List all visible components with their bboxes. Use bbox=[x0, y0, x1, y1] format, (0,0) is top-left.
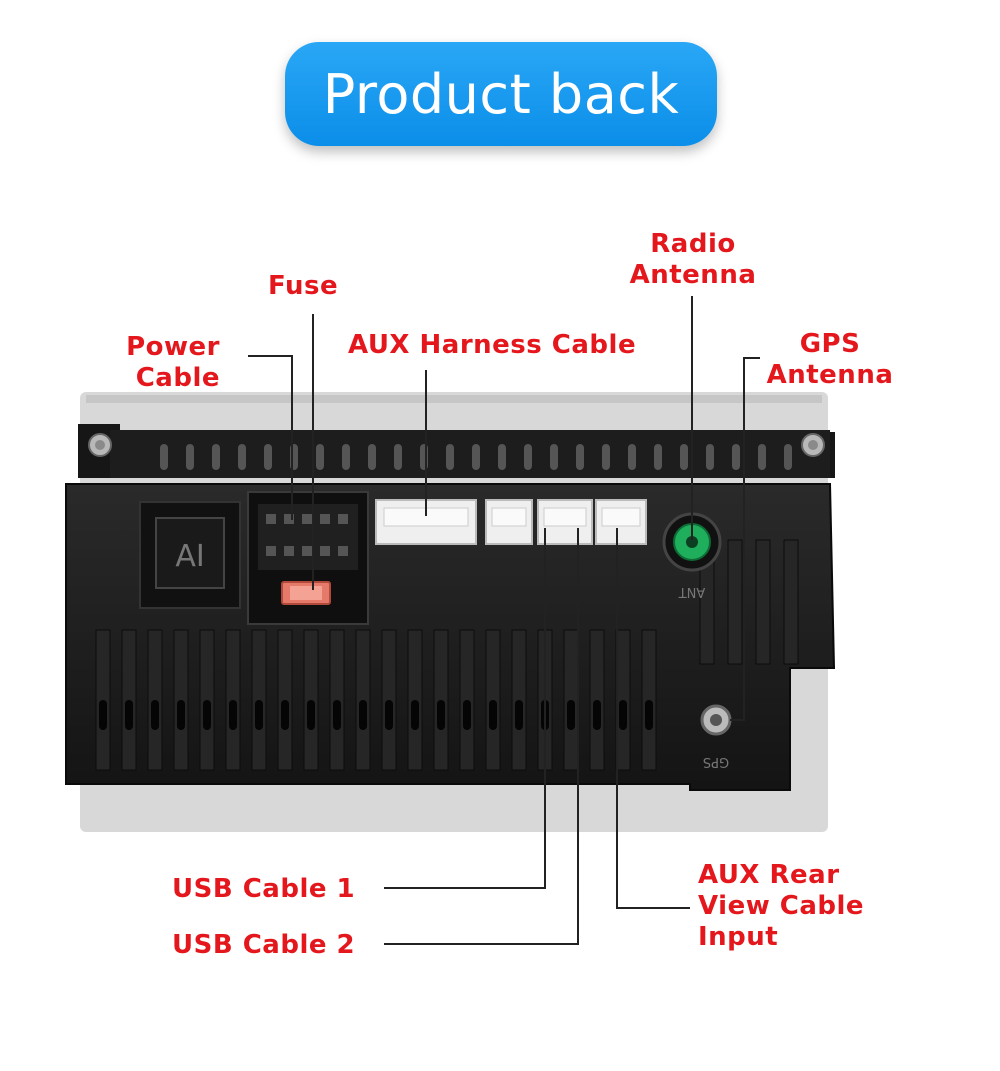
vent-slot bbox=[628, 444, 636, 470]
rib-slot bbox=[645, 700, 653, 730]
vent-slot bbox=[706, 444, 714, 470]
vent-slot bbox=[160, 444, 168, 470]
vent-slot bbox=[186, 444, 194, 470]
rib-slot bbox=[593, 700, 601, 730]
aux-rear-view-connector bbox=[595, 499, 647, 545]
vent-slot bbox=[264, 444, 272, 470]
radio-antenna-label: Radio Antenna bbox=[620, 229, 766, 291]
usb-cable-2-leader bbox=[384, 528, 579, 945]
power-connector bbox=[247, 491, 369, 625]
rib-slot bbox=[333, 700, 341, 730]
vent-slot bbox=[446, 444, 454, 470]
vent-slot bbox=[524, 444, 532, 470]
vent-slot bbox=[758, 444, 766, 470]
housing-rib bbox=[755, 539, 771, 665]
rib-slot bbox=[411, 700, 419, 730]
usb-cable-1-label: USB Cable 1 bbox=[172, 874, 356, 904]
leader-lines bbox=[248, 296, 760, 945]
radio-antenna-port: ANT bbox=[662, 512, 722, 599]
rib-slot bbox=[229, 700, 237, 730]
fuse-label: Fuse bbox=[268, 271, 339, 301]
rib-slot bbox=[489, 700, 497, 730]
aux-rear-view-label: AUX Rear View Cable Input bbox=[698, 860, 864, 953]
rib-slot bbox=[151, 700, 159, 730]
rib-slot bbox=[567, 700, 575, 730]
screw-left bbox=[88, 433, 112, 457]
housing-rib bbox=[783, 539, 799, 665]
rib-slot bbox=[307, 700, 315, 730]
radio-port-mark: ANT bbox=[679, 584, 706, 599]
rib-slot bbox=[203, 700, 211, 730]
top-vent-rail bbox=[78, 424, 835, 478]
vent-slot bbox=[238, 444, 246, 470]
rib-slot bbox=[125, 700, 133, 730]
vent-slot bbox=[680, 444, 688, 470]
gps-antenna-line-2: Antenna bbox=[766, 360, 894, 390]
rib-slot bbox=[385, 700, 393, 730]
gps-antenna-line-1: GPS bbox=[799, 329, 861, 359]
vent-slot bbox=[394, 444, 402, 470]
gps-antenna-label: GPS Antenna bbox=[760, 329, 900, 391]
gps-antenna-leader bbox=[730, 357, 760, 721]
aux-rear-view-line-1: AUX Rear bbox=[698, 860, 840, 890]
vent-slot bbox=[576, 444, 584, 470]
vent-slot bbox=[602, 444, 610, 470]
page-title: Product back bbox=[322, 62, 680, 126]
rib-slot bbox=[463, 700, 471, 730]
fuse bbox=[281, 581, 331, 605]
rib-slot bbox=[177, 700, 185, 730]
vent-slot bbox=[212, 444, 220, 470]
power-cable-line-1: Power bbox=[126, 332, 220, 362]
screw-right bbox=[801, 433, 825, 457]
aux-rear-view-line-3: Input bbox=[698, 922, 779, 952]
vent-slot bbox=[368, 444, 376, 470]
rib-slot bbox=[515, 700, 523, 730]
rib-slot bbox=[619, 700, 627, 730]
gps-antenna-port: GPS bbox=[700, 704, 732, 769]
usb-cable-1-leader bbox=[384, 528, 546, 889]
ai-emblem: AI bbox=[175, 539, 204, 574]
power-cable-leader bbox=[248, 355, 293, 520]
rib-slot bbox=[437, 700, 445, 730]
usb-cable-1-connector bbox=[485, 499, 533, 545]
vent-slot bbox=[654, 444, 662, 470]
aux-rear-view-line-2: View Cable bbox=[698, 891, 865, 921]
rib-slot bbox=[281, 700, 289, 730]
power-cable-label: Power Cable bbox=[96, 332, 220, 394]
vent-slot bbox=[550, 444, 558, 470]
usb-cable-2-connector bbox=[537, 499, 593, 545]
vent-slot bbox=[732, 444, 740, 470]
rib-slot bbox=[359, 700, 367, 730]
usb-cable-2-label: USB Cable 2 bbox=[172, 930, 356, 960]
rib-slot bbox=[99, 700, 107, 730]
aux-rear-view-leader bbox=[616, 528, 690, 909]
power-cable-line-2: Cable bbox=[135, 363, 220, 393]
vent-slot bbox=[472, 444, 480, 470]
gps-port-mark: GPS bbox=[703, 754, 729, 769]
radio-antenna-line-1: Radio bbox=[650, 229, 736, 259]
vent-slot bbox=[784, 444, 792, 470]
vent-slot bbox=[342, 444, 350, 470]
ai-emblem-block: AI bbox=[139, 501, 241, 609]
rib-slot bbox=[255, 700, 263, 730]
title-banner: Product back bbox=[285, 42, 717, 146]
aux-harness-cable-label: AUX Harness Cable bbox=[348, 330, 637, 360]
vent-slot bbox=[316, 444, 324, 470]
vent-slot bbox=[498, 444, 506, 470]
housing-rib bbox=[727, 539, 743, 665]
radio-antenna-line-2: Antenna bbox=[629, 260, 757, 290]
